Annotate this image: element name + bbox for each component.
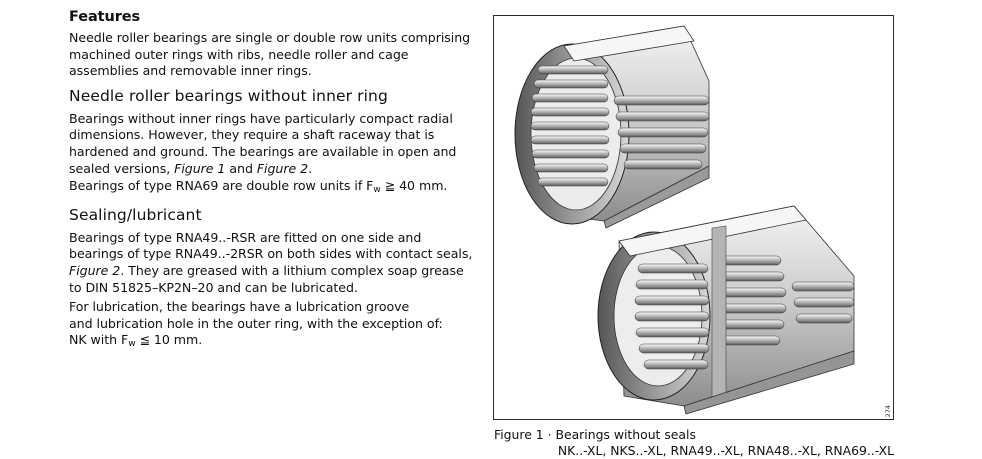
figure-1-reference[interactable]: Figure 1	[174, 160, 226, 176]
figure-code: 103 274	[884, 405, 892, 420]
paragraph-text: Bearings without inner rings have partic…	[69, 110, 457, 176]
paragraph-text: NK with F	[69, 332, 129, 348]
features-heading: Features	[69, 9, 141, 25]
sealing-paragraph-1: Bearings of type RNA49..-RSR are fitted …	[69, 230, 479, 296]
double-row-bearing	[597, 205, 855, 415]
features-intro: Needle roller bearings are single or dou…	[69, 30, 471, 79]
single-row-bearing	[514, 25, 710, 229]
figure-2-reference[interactable]: Figure 2	[69, 262, 121, 278]
paragraph-text: ≦ 10 mm.	[135, 332, 203, 348]
without-inner-ring-paragraph-2: Bearings of type RNA69 are double row un…	[69, 178, 479, 195]
paragraph-text: and	[225, 160, 257, 176]
bearings-illustration	[514, 25, 855, 415]
subscript-w: w	[128, 339, 136, 350]
sealing-paragraph-2: For lubrication, the bearings have a lub…	[69, 299, 479, 349]
paragraph-text: .	[308, 160, 313, 176]
paragraph-text: Bearings of type RNA69 are double row un…	[69, 178, 374, 194]
paragraph-line: For lubrication, the bearings have a lub…	[69, 299, 410, 315]
paragraph-text: . They are greased with a lithium comple…	[69, 262, 464, 295]
figure-caption: Figure 1 · Bearings without seals NK..-X…	[494, 427, 894, 458]
figure-1-frame: 103 274	[493, 15, 894, 420]
caption-types: NK..-XL, NKS..-XL, RNA49..-XL, RNA48..-X…	[557, 442, 894, 458]
without-inner-ring-heading: Needle roller bearings without inner rin…	[69, 86, 388, 105]
subscript-w: w	[373, 185, 381, 196]
paragraph-text: ≧ 40 mm.	[380, 178, 448, 194]
paragraph-line: and lubrication hole in the outer ring, …	[69, 315, 443, 331]
paragraph-text: Bearings of type RNA49..-RSR are fitted …	[69, 229, 473, 262]
caption-title: Figure 1 · Bearings without seals	[494, 427, 696, 442]
sealing-heading: Sealing/lubricant	[69, 205, 202, 224]
text-column: Features Needle roller bearings are sing…	[69, 9, 479, 349]
without-inner-ring-paragraph-1: Bearings without inner rings have partic…	[69, 111, 479, 177]
figure-2-reference[interactable]: Figure 2	[256, 160, 309, 176]
